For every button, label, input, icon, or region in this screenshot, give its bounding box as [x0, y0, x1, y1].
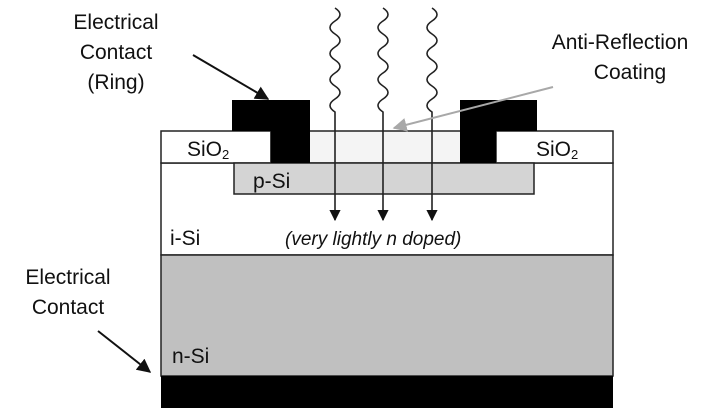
anti-reflection-pointer-arrow	[392, 86, 554, 132]
bottom-contact-label-line1: Electrical	[25, 266, 110, 289]
anti-reflection-label-line1: Anti-Reflection	[552, 31, 689, 54]
ring-contact-pointer-arrow	[192, 54, 270, 100]
sio2-layer-left	[160, 130, 272, 164]
ring-contact-label-line1: Electrical	[73, 11, 158, 34]
ring-contact-right	[460, 100, 537, 163]
sio2-layer-right	[495, 130, 614, 164]
bottom-contact-label-line2: Contact	[32, 296, 105, 319]
ring-contact-label-line3: (Ring)	[87, 71, 144, 94]
p-si-label: p-Si	[253, 170, 290, 193]
light-ray-1	[329, 7, 341, 222]
i-si-label: i-Si	[170, 227, 200, 250]
ring-contact-label-line2: Contact	[80, 41, 153, 64]
sio2-right-subscript: 2	[571, 147, 578, 162]
bottom-electrical-contact	[161, 376, 613, 408]
anti-reflection-label-line2: Coating	[594, 61, 666, 84]
sio2-left-subscript: 2	[222, 147, 229, 162]
n-si-label: n-Si	[172, 345, 209, 368]
ring-contact-left	[232, 100, 310, 163]
light-ray-2	[377, 7, 389, 222]
light-ray-3	[426, 7, 438, 222]
sio2-left-label: SiO2	[187, 138, 229, 162]
incident-light-rays	[329, 7, 438, 222]
sio2-right-label: SiO2	[536, 138, 578, 162]
bottom-contact-pointer-arrow	[97, 330, 152, 373]
doping-note-label: (very lightly n doped)	[285, 229, 461, 250]
n-silicon-layer	[160, 254, 614, 377]
p-silicon-region	[233, 162, 535, 195]
